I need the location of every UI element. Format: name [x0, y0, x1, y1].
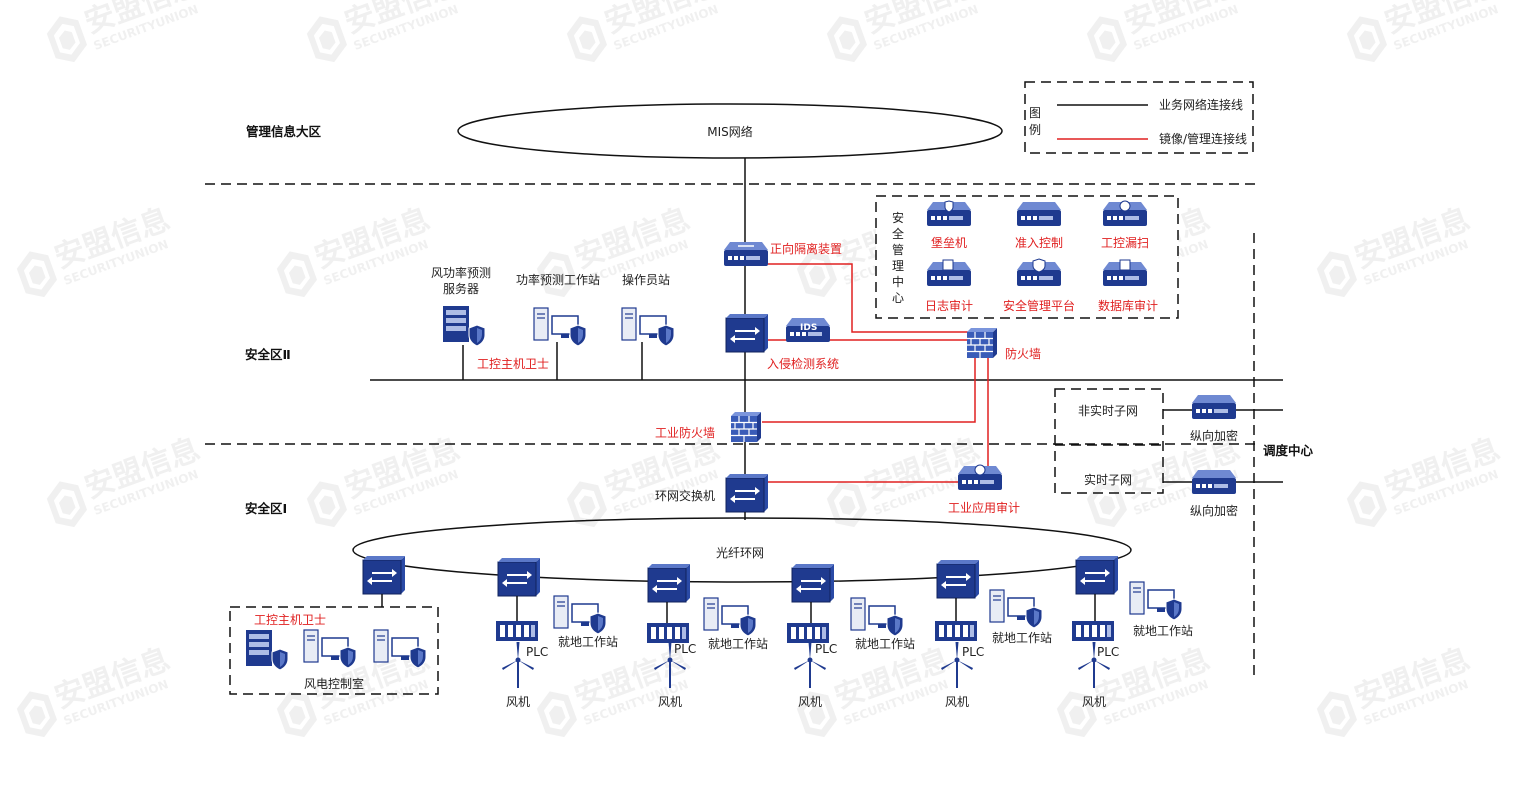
field-unit-1-turbine: 风机: [506, 695, 530, 709]
field-unit-4-turbine: 风机: [945, 695, 969, 709]
control-room-guard-label: 工控主机卫士: [254, 613, 326, 627]
field-unit-4-station: 就地工作站: [992, 631, 1052, 645]
sc-label-char-0: 安: [892, 210, 904, 225]
sc-item-mgmt-platform: 安全管理平台: [1003, 298, 1075, 313]
power-prediction-workstation: [533, 307, 587, 347]
vertical-encrypt-label-2: 纵向加密: [1190, 503, 1238, 518]
industrial-firewall-label: 工业防火墙: [655, 425, 715, 440]
sc-label-char-4: 中: [892, 274, 904, 289]
mirror-lines: [762, 263, 989, 483]
industrial-audit-label: 工业应用审计: [948, 500, 1020, 515]
control-room-label: 风电控制室: [304, 676, 364, 691]
field-unit-3-station: 就地工作站: [855, 637, 915, 651]
mis-network-label: MIS网络: [707, 124, 753, 139]
zone2-switch: [725, 313, 769, 353]
ring-switch-label: 环网交换机: [655, 488, 715, 503]
operator-station-label: 操作员站: [622, 272, 670, 287]
legend-title-1: 图: [1029, 106, 1041, 120]
legend-title-2: 例: [1029, 123, 1041, 137]
power-ws-label: 功率预测工作站: [516, 272, 600, 287]
control-room-switch: [362, 555, 406, 595]
field-unit-5-turbine: 风机: [1082, 695, 1106, 709]
legend-mirror-label: 镜像/管理连接线: [1159, 131, 1247, 146]
field-unit-1-plc: PLC: [526, 645, 548, 659]
legend: 图 例 业务网络连接线 镜像/管理连接线: [1024, 81, 1254, 154]
field-unit-2-station: 就地工作站: [708, 637, 768, 651]
sc-label-char-1: 全: [892, 226, 904, 241]
field-unit-2: PLC 就地工作站 风机: [647, 563, 768, 709]
field-unit-3-plc: PLC: [815, 642, 837, 656]
field-unit-4-plc: PLC: [962, 645, 984, 659]
field-unit-2-plc: PLC: [674, 642, 696, 656]
vertical-encrypt-label-1: 纵向加密: [1190, 428, 1238, 443]
field-unit-1-station: 就地工作站: [558, 635, 618, 649]
sc-label-char-3: 理: [892, 259, 904, 273]
vertical-encrypt-device-1: [1192, 395, 1236, 419]
ring-network-ellipse: [352, 517, 1132, 583]
mis-network-ellipse: [457, 103, 1003, 159]
sc-item-bastion: 堡垒机: [931, 235, 967, 250]
security-center: 安 全 管 理 中 心 堡垒机 准入控制 工控漏扫 日志审计 安全管理平台 数据…: [875, 195, 1179, 319]
field-unit-3: PLC 就地工作站 风机: [787, 563, 915, 709]
operator-station: [621, 307, 675, 347]
sc-item-dbaudit: 数据库审计: [1098, 298, 1158, 313]
field-unit-1: PLC 就地工作站 风机: [496, 557, 618, 709]
field-unit-5-station: 就地工作站: [1133, 624, 1193, 638]
sc-label-char-2: 管: [892, 242, 904, 257]
field-unit-5-plc: PLC: [1097, 645, 1119, 659]
control-room-pc-1: [303, 629, 357, 669]
ids-label: 入侵检测系统: [767, 356, 839, 371]
zone-label-dispatch: 调度中心: [1263, 443, 1314, 458]
industrial-audit-device: [958, 464, 1002, 490]
firewall-label: 防火墙: [1005, 346, 1041, 361]
control-room-server: [245, 629, 289, 671]
field-unit-3-turbine: 风机: [798, 695, 822, 709]
wind-server-label-1: 风功率预测: [431, 265, 491, 280]
ring-network-label: 光纤环网: [716, 546, 764, 560]
host-guard-zone2-label: 工控主机卫士: [477, 357, 549, 371]
realtime-subnet-label: 实时子网: [1084, 472, 1132, 487]
legend-business-label: 业务网络连接线: [1159, 97, 1243, 112]
firewall-device: [966, 327, 998, 359]
zone-label-zone2: 安全区Ⅱ: [245, 347, 291, 362]
control-room-box: [229, 606, 439, 695]
industrial-firewall-device: [730, 411, 762, 443]
field-unit-5: PLC 就地工作站 风机: [1072, 555, 1193, 709]
sc-label-char-5: 心: [892, 291, 904, 305]
field-unit-4: PLC 就地工作站 风机: [935, 559, 1052, 709]
wind-power-server: [442, 305, 486, 347]
ring-switch: [725, 473, 769, 513]
non-realtime-subnet-label: 非实时子网: [1078, 403, 1138, 418]
sc-item-vulnscan: 工控漏扫: [1101, 236, 1149, 250]
zone-label-zone1: 安全区Ⅰ: [245, 501, 287, 516]
forward-isolation-device: [724, 242, 768, 266]
sc-item-logaudit: 日志审计: [925, 298, 973, 313]
forward-isolation-label: 正向隔离装置: [770, 241, 842, 256]
wind-server-label-2: 服务器: [443, 281, 479, 296]
dispatch-subnet-box: [1054, 388, 1164, 494]
vertical-encrypt-device-2: [1192, 470, 1236, 494]
field-unit-2-turbine: 风机: [658, 695, 682, 709]
sc-item-access: 准入控制: [1015, 236, 1063, 250]
ids-badge: IDS: [800, 323, 817, 333]
zone-label-mis: 管理信息大区: [246, 124, 322, 139]
